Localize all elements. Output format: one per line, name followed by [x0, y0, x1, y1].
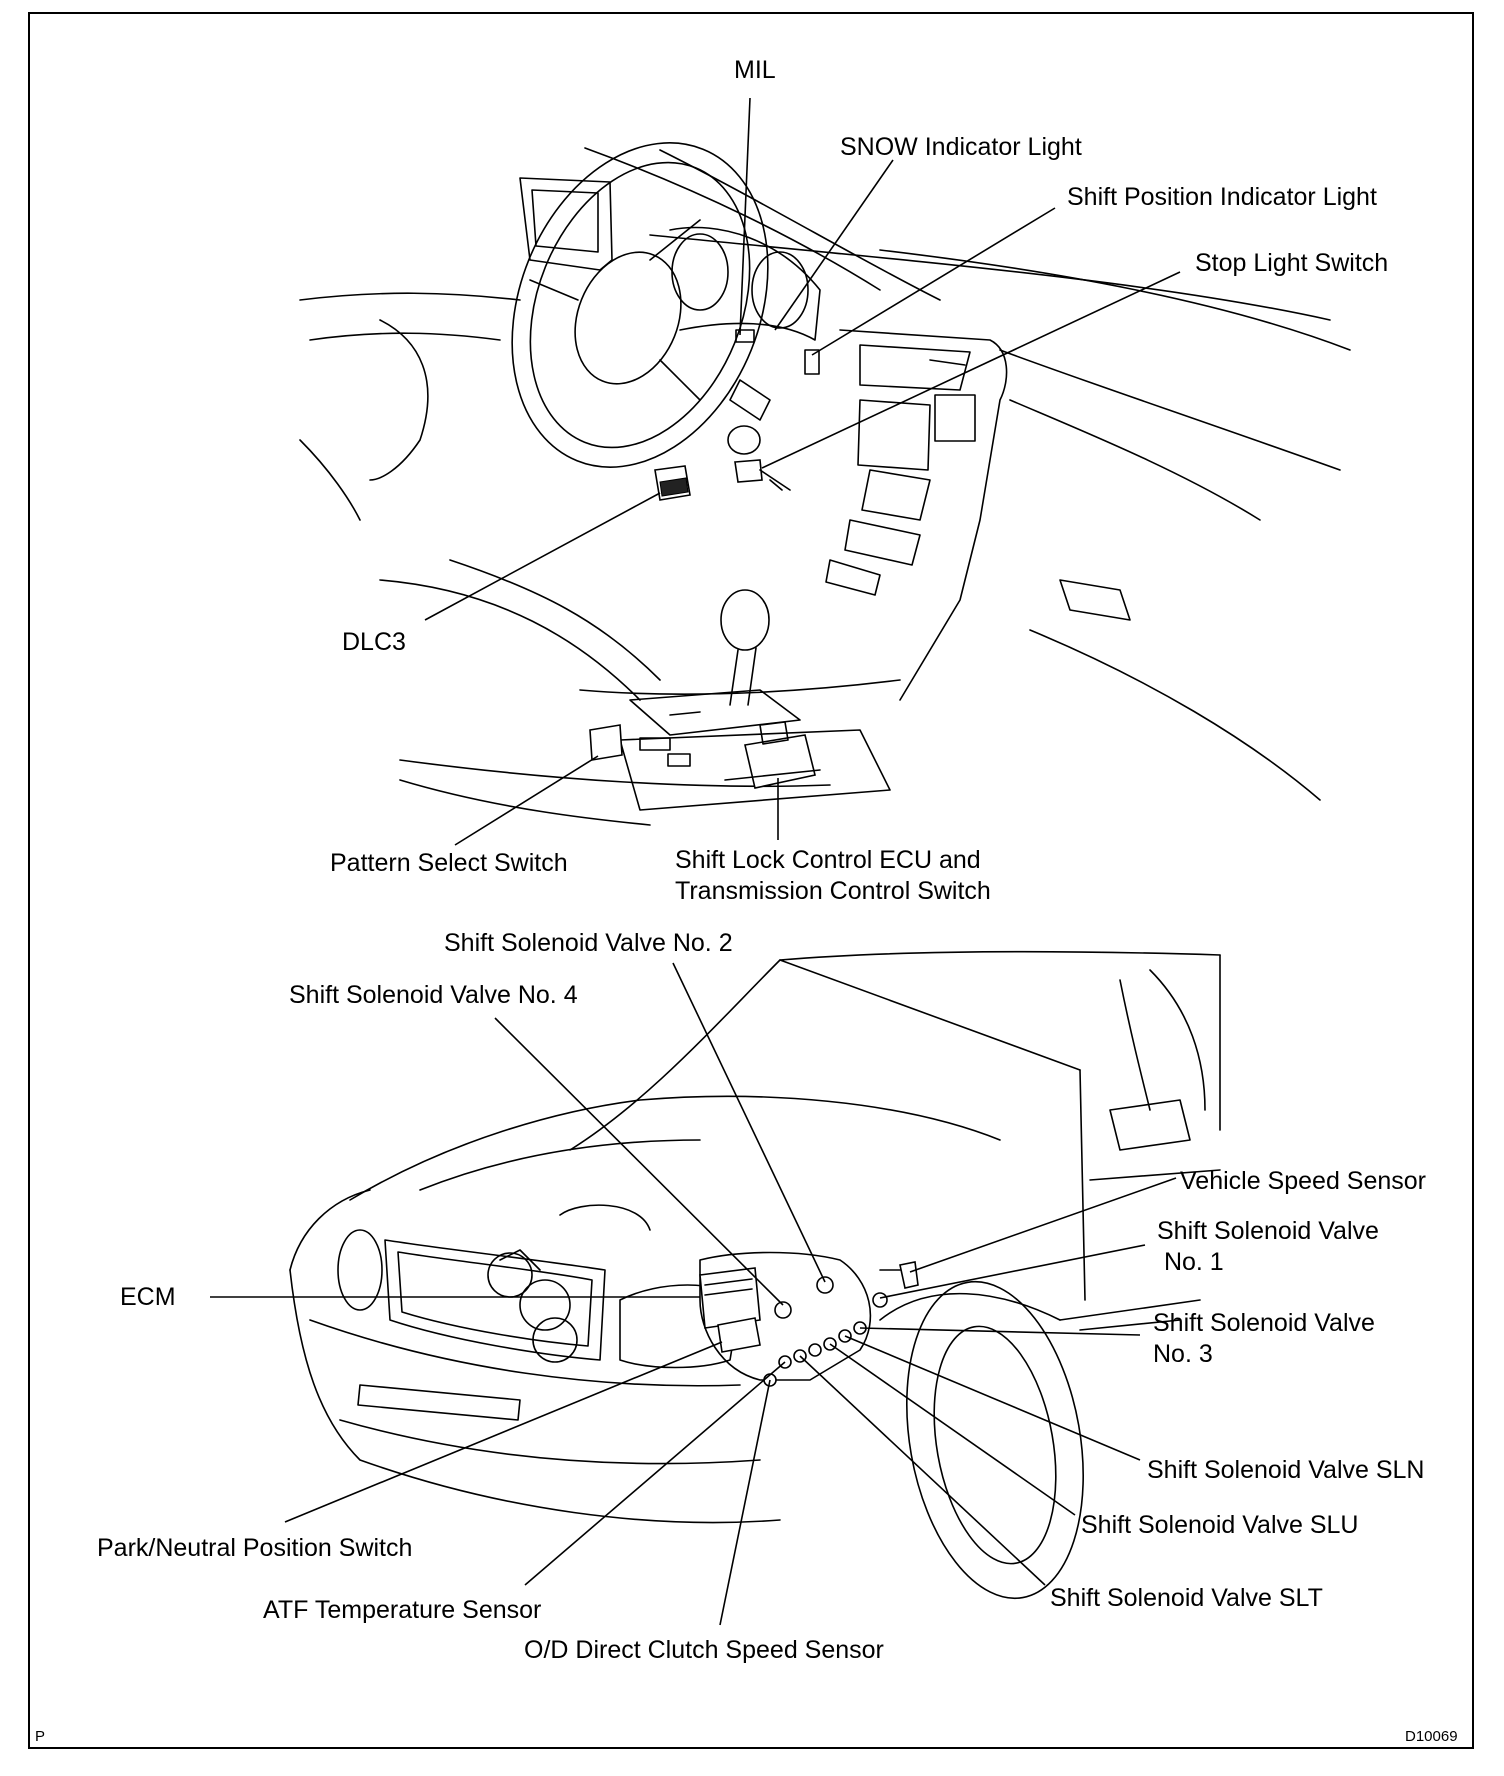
label-shift-lock-control-ecu: Shift Lock Control ECU and Transmission … — [675, 846, 991, 906]
label-shift-solenoid-valve-no3: Shift Solenoid Valve No. 3 — [1153, 1309, 1375, 1369]
label-shift-solenoid-valve-no1: Shift Solenoid Valve No. 1 — [1157, 1217, 1379, 1277]
label-park-neutral-position-switch: Park/Neutral Position Switch — [97, 1534, 413, 1562]
label-shift-solenoid-valve-slu: Shift Solenoid Valve SLU — [1081, 1511, 1359, 1539]
figure-code: D10069 — [1405, 1728, 1458, 1745]
label-mil: MIL — [734, 56, 776, 84]
interior-illustration — [299, 142, 1351, 826]
label-stop-light-switch: Stop Light Switch — [1195, 249, 1389, 277]
label-shift-solenoid-valve-slt: Shift Solenoid Valve SLT — [1050, 1584, 1323, 1612]
label-shift-position-indicator-light: Shift Position Indicator Light — [1067, 183, 1377, 211]
label-od-direct-clutch-speed-sensor: O/D Direct Clutch Speed Sensor — [524, 1636, 884, 1664]
diagram-frame — [28, 12, 1474, 1749]
label-snow-indicator-light: SNOW Indicator Light — [840, 133, 1082, 161]
label-atf-temperature-sensor: ATF Temperature Sensor — [263, 1596, 542, 1624]
label-shift-solenoid-valve-no2: Shift Solenoid Valve No. 2 — [444, 929, 733, 957]
corner-mark-left: P — [35, 1728, 46, 1745]
label-pattern-select-switch: Pattern Select Switch — [330, 849, 568, 877]
label-ecm: ECM — [120, 1283, 176, 1311]
label-dlc3: DLC3 — [342, 628, 406, 656]
label-shift-solenoid-valve-sln: Shift Solenoid Valve SLN — [1147, 1456, 1425, 1484]
leader-lines — [210, 97, 1181, 1626]
label-vehicle-speed-sensor: Vehicle Speed Sensor — [1180, 1167, 1427, 1195]
label-shift-solenoid-valve-no4: Shift Solenoid Valve No. 4 — [289, 981, 578, 1009]
